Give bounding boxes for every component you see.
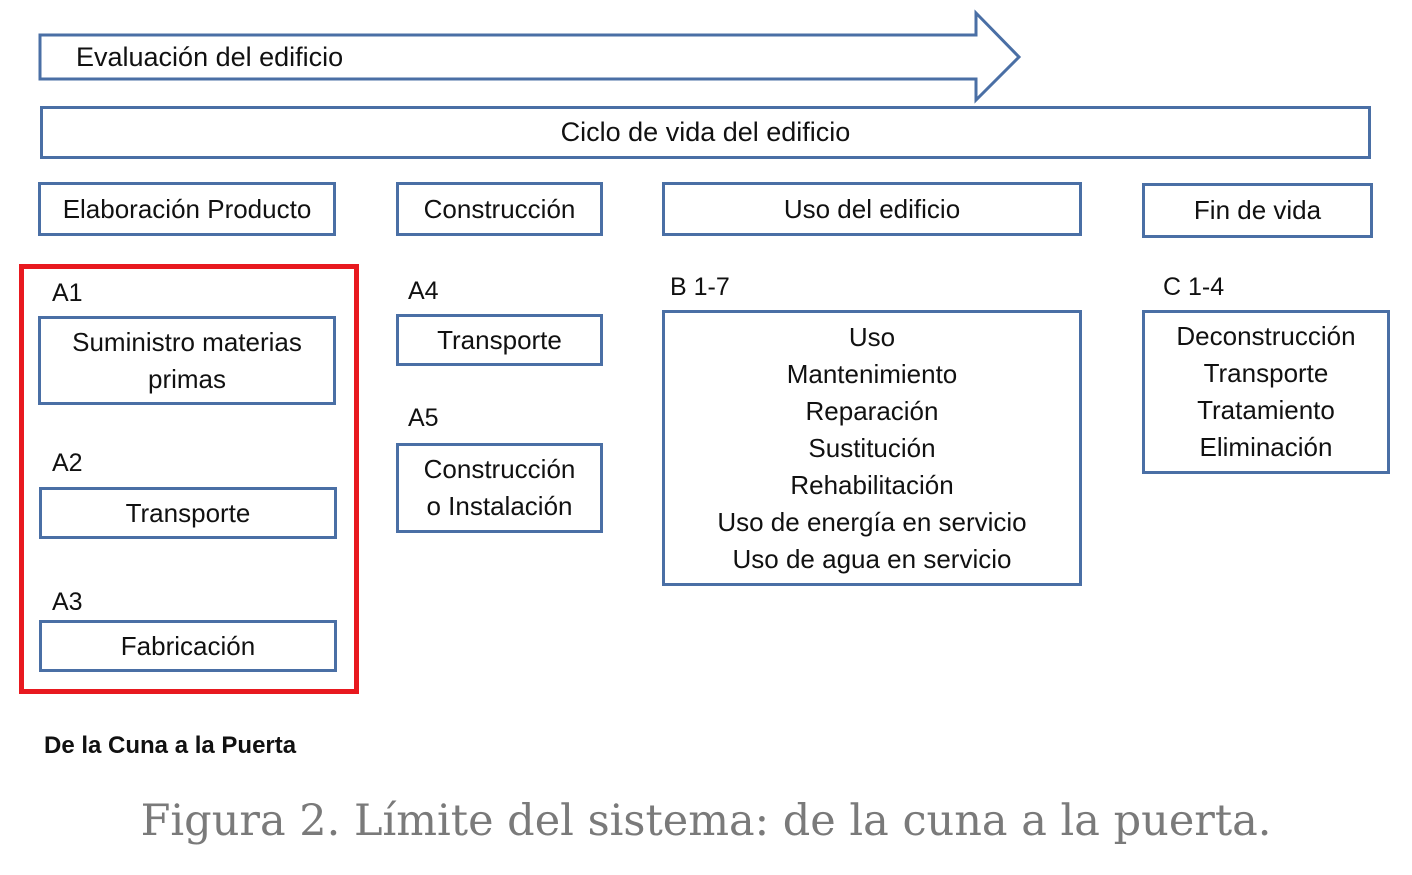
module-b-line: Uso de agua en servicio — [732, 543, 1012, 574]
module-a1-line: primas — [147, 363, 226, 394]
stage-construction-label: Construcción — [423, 193, 576, 224]
module-a2-code: A2 — [52, 449, 83, 477]
module-b-line: Mantenimiento — [786, 358, 958, 389]
module-a1-code: A1 — [52, 279, 83, 307]
module-a2-box: Transporte — [39, 487, 337, 539]
module-b-line: Rehabilitación — [790, 469, 954, 500]
module-a4-code: A4 — [408, 277, 439, 305]
module-a5-line: o Instalación — [426, 491, 573, 521]
module-b-line: Sustitución — [808, 432, 936, 463]
module-a3-label: Fabricación — [120, 630, 256, 661]
stage-end-of-life-label: Fin de vida — [1193, 195, 1322, 225]
module-a3-box: Fabricación — [39, 620, 337, 672]
cradle-to-gate-boundary — [19, 264, 359, 694]
module-c-line: Deconstrucción — [1176, 321, 1356, 351]
lifecycle-label: Ciclo de vida del edificio — [560, 117, 851, 147]
module-a5-code: A5 — [408, 404, 439, 432]
module-a5-box: Construcción o Instalación — [396, 443, 603, 533]
module-a3-code: A3 — [52, 588, 83, 616]
module-b-box: Uso Mantenimiento Reparación Sustitución… — [662, 310, 1082, 586]
module-a1-line: Suministro materias — [72, 326, 302, 357]
module-b-code: B 1-7 — [670, 273, 730, 301]
module-a2-label: Transporte — [125, 497, 251, 528]
module-b-line: Uso de energía en servicio — [717, 506, 1027, 537]
stage-product-label: Elaboración Producto — [62, 193, 312, 224]
module-a4-label: Transporte — [437, 324, 562, 355]
module-c-code: C 1-4 — [1163, 273, 1225, 301]
stage-end-of-life: Fin de vida — [1142, 183, 1373, 238]
arrow-label: Evaluación del edificio — [76, 42, 344, 72]
module-b-line: Reparación — [805, 395, 939, 426]
stage-use: Uso del edificio — [662, 182, 1082, 236]
module-c-line: Tratamiento — [1197, 395, 1335, 425]
stage-construction: Construcción — [396, 182, 603, 236]
module-a1-box: Suministro materias primas — [38, 316, 336, 405]
boundary-label: De la Cuna a la Puerta — [44, 732, 297, 759]
module-c-line: Transporte — [1203, 358, 1329, 388]
module-c-line: Eliminación — [1199, 432, 1333, 462]
module-a5-line: Construcción — [423, 454, 576, 484]
stage-product: Elaboración Producto — [38, 182, 336, 236]
figure-caption: Figura 2. Límite del sistema: de la cuna… — [140, 796, 1272, 846]
lifecycle-bar: Ciclo de vida del edificio — [40, 106, 1371, 159]
stage-use-label: Uso del edificio — [783, 193, 961, 224]
module-a4-box: Transporte — [396, 314, 603, 366]
module-b-line: Uso — [848, 321, 896, 352]
module-c-box: Deconstrucción Transporte Tratamiento El… — [1142, 310, 1390, 474]
building-evaluation-arrow — [38, 9, 1022, 104]
